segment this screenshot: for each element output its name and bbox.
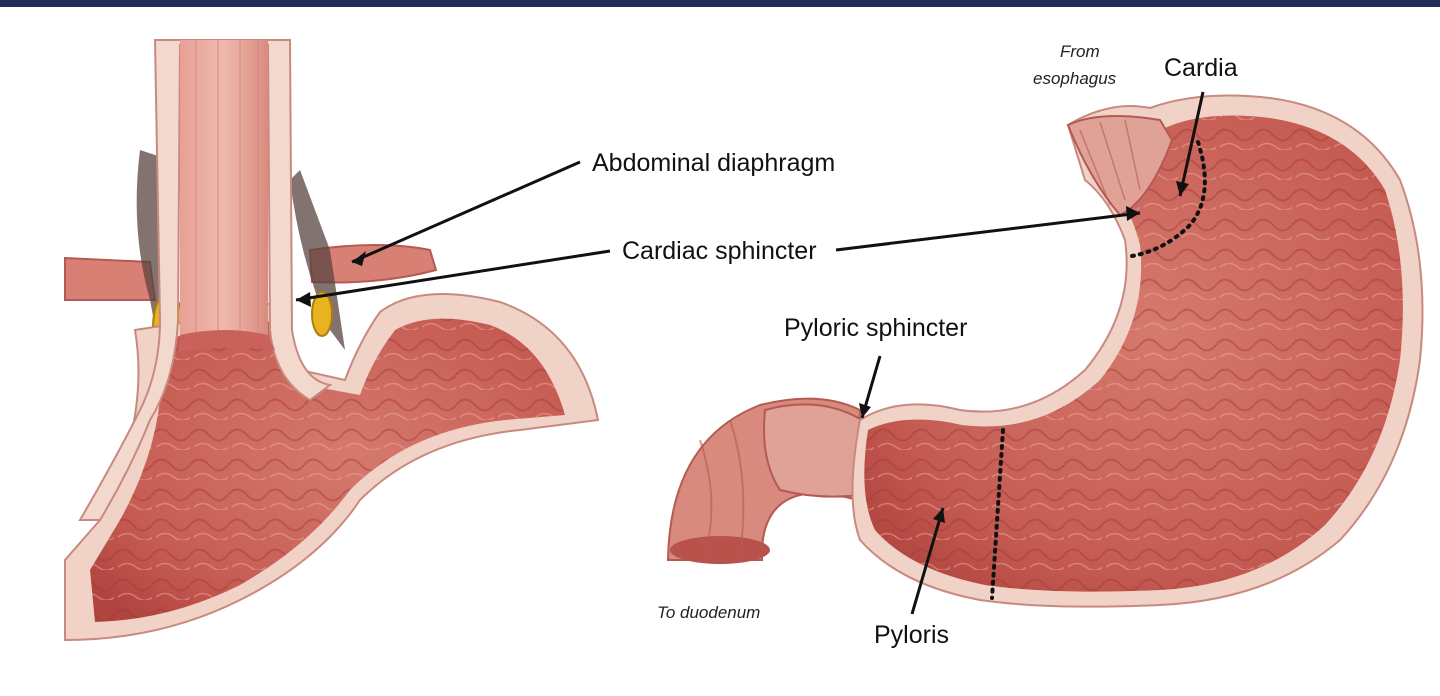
- top-border-bar: [0, 0, 1440, 7]
- cardia-leader: [1178, 91, 1205, 197]
- esophagus-stub: [1066, 115, 1174, 217]
- label-from-esophagus-line1: From: [1060, 42, 1100, 61]
- label-cardia: Cardia: [1164, 54, 1238, 82]
- pyloric-sphincter-arrowhead: [859, 403, 871, 418]
- cardiac-sphincter-arrowhead-right: [1126, 206, 1140, 221]
- abdominal-diaphragm-leader: [351, 160, 581, 264]
- stomach-illustration: [666, 94, 1424, 608]
- cardia-dotted-boundary: [1130, 140, 1207, 258]
- esophagus-lumen: [180, 40, 268, 340]
- pyloris-arrowhead: [933, 508, 945, 523]
- fat-pad-right: [311, 291, 333, 337]
- cardiac-sphincter-arrowhead-left: [296, 292, 311, 307]
- abdominal-diaphragm-arrowhead: [352, 251, 366, 266]
- label-to-duodenum: To duodenum: [657, 603, 760, 622]
- label-abdominal-diaphragm: Abdominal diaphragm: [592, 149, 835, 177]
- label-pyloric-sphincter: Pyloric sphincter: [784, 314, 967, 342]
- esophagus-wall: [78, 39, 333, 521]
- label-from-esophagus-line2: esophagus: [1033, 69, 1117, 88]
- cardia-arrowhead: [1176, 181, 1189, 196]
- cardiac-sphincter-leader-right: [835, 211, 1141, 252]
- esophagus-diaphragm-illustration: [64, 39, 600, 642]
- diaphragm-right-muscle: [308, 244, 438, 284]
- pyloris-leader: [910, 507, 945, 615]
- label-cardiac-sphincter: Cardiac sphincter: [622, 237, 817, 265]
- diaphragm-left-muscle: [64, 256, 157, 301]
- cardiac-sphincter-leader-left: [295, 249, 611, 302]
- label-pyloris: Pyloris: [874, 621, 949, 649]
